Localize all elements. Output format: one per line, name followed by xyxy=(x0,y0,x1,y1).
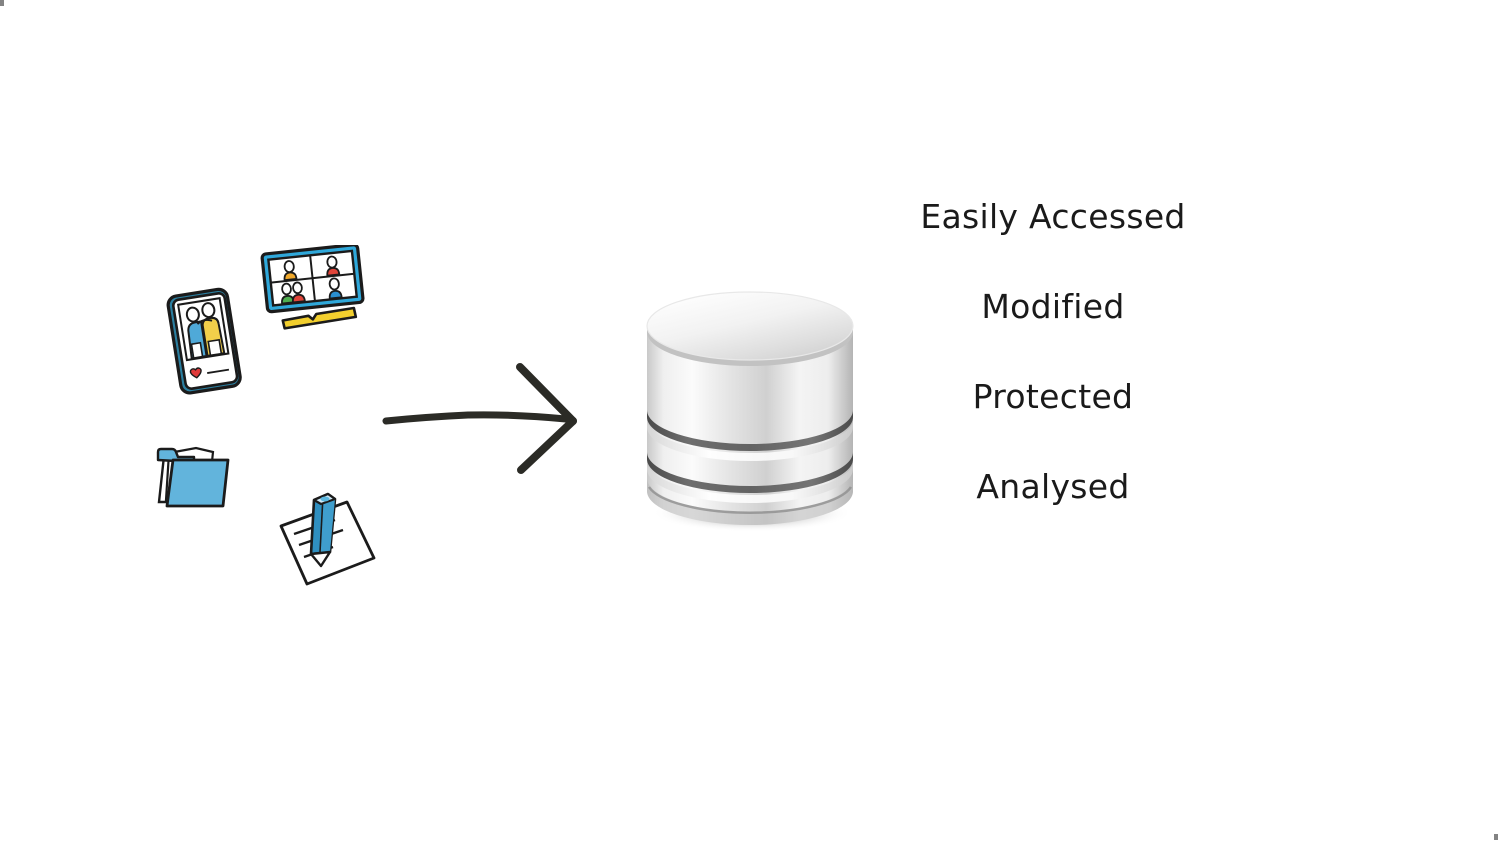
database-cylinder-icon xyxy=(635,288,865,533)
document-folder-icon xyxy=(150,440,235,515)
benefit-easily-accessed: Easily Accessed xyxy=(920,197,1186,236)
benefit-protected: Protected xyxy=(972,377,1134,416)
benefit-analysed: Analysed xyxy=(976,467,1130,506)
corner-mark-bottom-right xyxy=(1494,834,1498,840)
right-arrow-icon xyxy=(380,355,590,480)
database-benefits-list: Easily Accessed Modified Protected Analy… xyxy=(853,200,1253,503)
benefit-modified: Modified xyxy=(981,287,1125,326)
data-sources-group xyxy=(140,235,400,605)
corner-mark-top-left xyxy=(0,0,4,6)
smartphone-social-photo-icon xyxy=(160,280,250,400)
paper-and-pencil-icon xyxy=(275,480,380,590)
video-conference-screen-icon xyxy=(260,243,370,340)
